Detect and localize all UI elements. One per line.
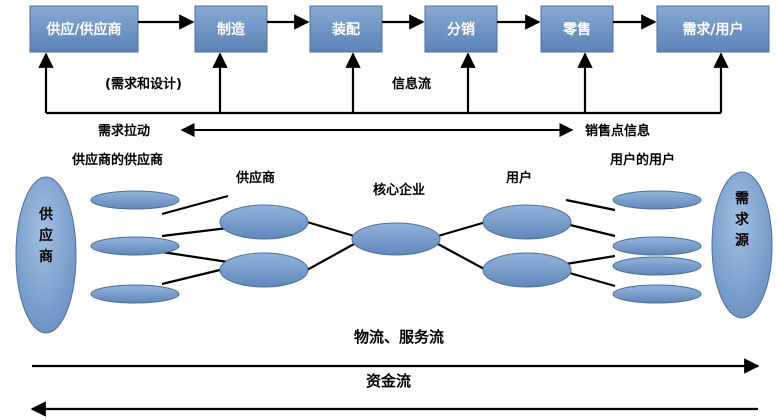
suppliers-supplier-node — [90, 190, 180, 210]
suppliers-suppliers-label: 供应商的供应商 — [71, 152, 163, 168]
connector — [306, 220, 355, 238]
users-user-node — [612, 190, 702, 210]
supply-source: 供 应 商 — [15, 176, 77, 334]
chain-box-retail-label: 零售 — [562, 21, 591, 38]
chain-box-supply-rect — [29, 5, 139, 53]
network-connectors — [161, 194, 616, 288]
core-enterprise-label: 核心企业 — [373, 182, 425, 198]
chain-box-retail: 零售 — [540, 5, 614, 53]
connector — [161, 250, 229, 264]
supply-source-char: 供 — [38, 206, 53, 223]
connector — [306, 243, 355, 271]
chain-box-assembly-rect — [309, 5, 383, 53]
supply-source-char: 商 — [39, 248, 53, 265]
supplier-node — [219, 204, 309, 240]
chain-box-manufacturing: 制造 — [194, 5, 268, 53]
info-flow-label: 信息流 — [392, 76, 431, 92]
demand-source-char: 求 — [735, 211, 750, 228]
supplier-node — [219, 252, 309, 288]
chain-box-assembly: 装配 — [309, 5, 383, 53]
demand-source-ellipse — [711, 171, 773, 319]
demand-design-label: (需求和设计) — [105, 76, 182, 92]
connector — [437, 243, 487, 271]
demand-source-char: 需 — [735, 190, 749, 207]
capital-flow-label: 资金流 — [366, 372, 411, 390]
chain-box-retail-rect — [540, 5, 614, 53]
core-enterprise-node — [351, 222, 441, 256]
pos-info-label: 销售点信息 — [585, 123, 650, 139]
logistics-flow-label: 物流、服务流 — [354, 328, 444, 346]
chain-box-distribution-rect — [424, 5, 498, 53]
connector — [161, 194, 229, 216]
suppliers-supplier-node — [90, 236, 180, 256]
users-users-label: 用户的用户 — [609, 152, 675, 168]
connector — [161, 226, 229, 238]
supply-source-char: 应 — [39, 227, 53, 244]
users-user-node — [612, 236, 702, 256]
chain-box-manufacturing-label: 制造 — [217, 21, 245, 38]
chain-box-demand: 需求/用户 — [656, 5, 770, 53]
demand-pull-label: 需求拉动 — [98, 123, 150, 139]
chain-box-supply: 供应/供应商 — [29, 5, 139, 53]
connector — [565, 198, 616, 212]
users-user-node — [612, 256, 702, 276]
user-node — [482, 252, 572, 288]
chain-box-assembly-label: 装配 — [331, 21, 360, 38]
users-label: 用户 — [505, 170, 532, 186]
connector — [565, 222, 616, 238]
suppliers-label: 供应商 — [235, 170, 275, 186]
connector — [565, 254, 616, 266]
users-user-node — [612, 284, 702, 304]
supply-source-ellipse — [15, 176, 77, 334]
chain-box-supply-label: 供应/供应商 — [45, 21, 121, 38]
demand-source-char: 源 — [735, 232, 749, 249]
chain-box-demand-label: 需求/用户 — [682, 21, 743, 38]
chain-box-distribution: 分销 — [424, 5, 498, 53]
connector — [437, 220, 487, 238]
connector — [161, 266, 229, 286]
chain-box-demand-rect — [656, 5, 770, 53]
connector — [565, 270, 616, 288]
demand-source: 需 求 源 — [711, 171, 773, 319]
chain-box-distribution-label: 分销 — [447, 21, 475, 38]
suppliers-supplier-node — [90, 284, 180, 304]
chain-box-manufacturing-rect — [194, 5, 268, 53]
user-node — [482, 204, 572, 240]
